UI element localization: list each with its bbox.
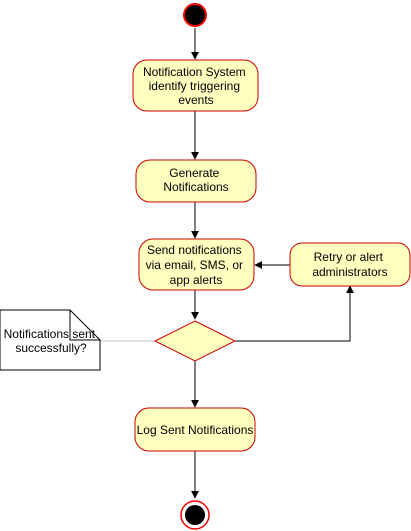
action-generate-notifications: Generate Notifications [135,159,257,203]
svg-text:Generate Notifications: Generate Notifications [163,166,228,194]
send-line-2: via email, SMS, or [146,258,243,272]
final-node-core [185,505,205,525]
generate-line-2: Notifications [163,180,228,194]
svg-text:Log Sent Notifications: Log Sent Notifications [137,423,254,437]
identify-line-2: identify triggering [149,79,240,93]
retry-line-2: administrators [312,265,387,279]
action-identify-triggering-events: Notification System identify triggering … [132,59,259,112]
send-line-3: app alerts [170,273,223,287]
edge-decision-to-retry [235,285,354,342]
log-line-1: Log Sent Notifications [137,423,254,437]
svg-text:Notifications sent succe: Notifications sent successfully? [4,327,99,355]
svg-text:Notification System iden: Notification System identify triggering … [143,65,249,107]
generate-line-1: Generate [169,166,219,180]
send-line-1: Send notifications [147,243,242,257]
action-send-notifications: Send notifications via email, SMS, or ap… [138,238,255,291]
identify-line-1: Notification System [143,65,246,79]
retry-line-1: Retry or alert [314,250,384,264]
note-line-2: successfully? [15,341,87,355]
edges [100,28,354,499]
note-notifications-sent: Notifications sent successfully? [0,309,101,371]
decision-diamond [153,320,237,362]
initial-node-core [185,5,205,25]
action-log-sent-notifications: Log Sent Notifications [134,407,256,452]
identify-line-3: events [178,93,213,107]
svg-text:Send notifications via e: Send notifications via email, SMS, or ap… [146,243,247,287]
action-retry-or-alert: Retry or alert administrators [289,242,411,287]
svg-text:Retry or alert administr: Retry or alert administrators [312,250,387,279]
note-line-1: Notifications sent [4,327,96,341]
